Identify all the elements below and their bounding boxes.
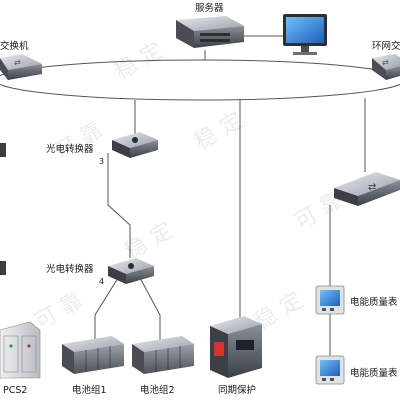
- switch-lower-device: ⇄: [334, 172, 400, 206]
- server-device: [176, 16, 244, 48]
- ring-network: [0, 59, 400, 101]
- sync-protection-label: 同期保护: [218, 384, 256, 396]
- pcs2-label: PCS2: [3, 385, 27, 396]
- battery-2-label: 电池组2: [140, 384, 175, 396]
- svg-text:⇄: ⇄: [368, 182, 376, 193]
- converter-4-number: 4: [99, 277, 104, 286]
- converter-3-number: 3: [99, 157, 104, 166]
- svg-text:稳 定: 稳 定: [121, 218, 178, 265]
- link-converter4-battery1: [94, 277, 119, 340]
- converter-4-device: [108, 258, 154, 284]
- converter-3-device: [112, 132, 158, 158]
- switch-right-device: ⇄: [372, 54, 400, 80]
- pcs2-cabinet: [0, 321, 41, 379]
- power-meter-1-label: 电能质量表: [350, 296, 398, 308]
- switch-right-label: 环网交: [372, 40, 400, 52]
- server-label: 服务器: [195, 2, 224, 14]
- converter-3-label: 光电转换器: [46, 143, 94, 155]
- switch-left-device: ⇄: [0, 54, 42, 80]
- svg-text:稳 定: 稳 定: [191, 108, 248, 155]
- watermark: 稳 定 可 靠 稳 定 可 靠 稳 定 可 靠 稳 定: [31, 38, 348, 335]
- svg-text:可 靠: 可 靠: [31, 288, 88, 335]
- power-meter-1: [315, 285, 345, 315]
- power-meter-2: [315, 355, 345, 385]
- left-edge-device-1: [0, 143, 6, 157]
- svg-text:⇄: ⇄: [382, 58, 389, 67]
- battery-group-1: [62, 336, 124, 374]
- battery-1-label: 电池组1: [72, 384, 107, 396]
- link-converter4-battery2: [139, 277, 161, 340]
- monitor-icon: [283, 14, 327, 55]
- link-converter3-converter4: [107, 153, 131, 258]
- sync-protection-device: [210, 316, 262, 378]
- switch-left-label: 交换机: [0, 40, 29, 52]
- converter-4-label: 光电转换器: [46, 263, 94, 275]
- battery-group-2: [132, 336, 194, 374]
- left-edge-device-2: [0, 261, 6, 275]
- power-meter-2-label: 电能质量表: [350, 367, 398, 379]
- svg-text:⇄: ⇄: [14, 58, 21, 67]
